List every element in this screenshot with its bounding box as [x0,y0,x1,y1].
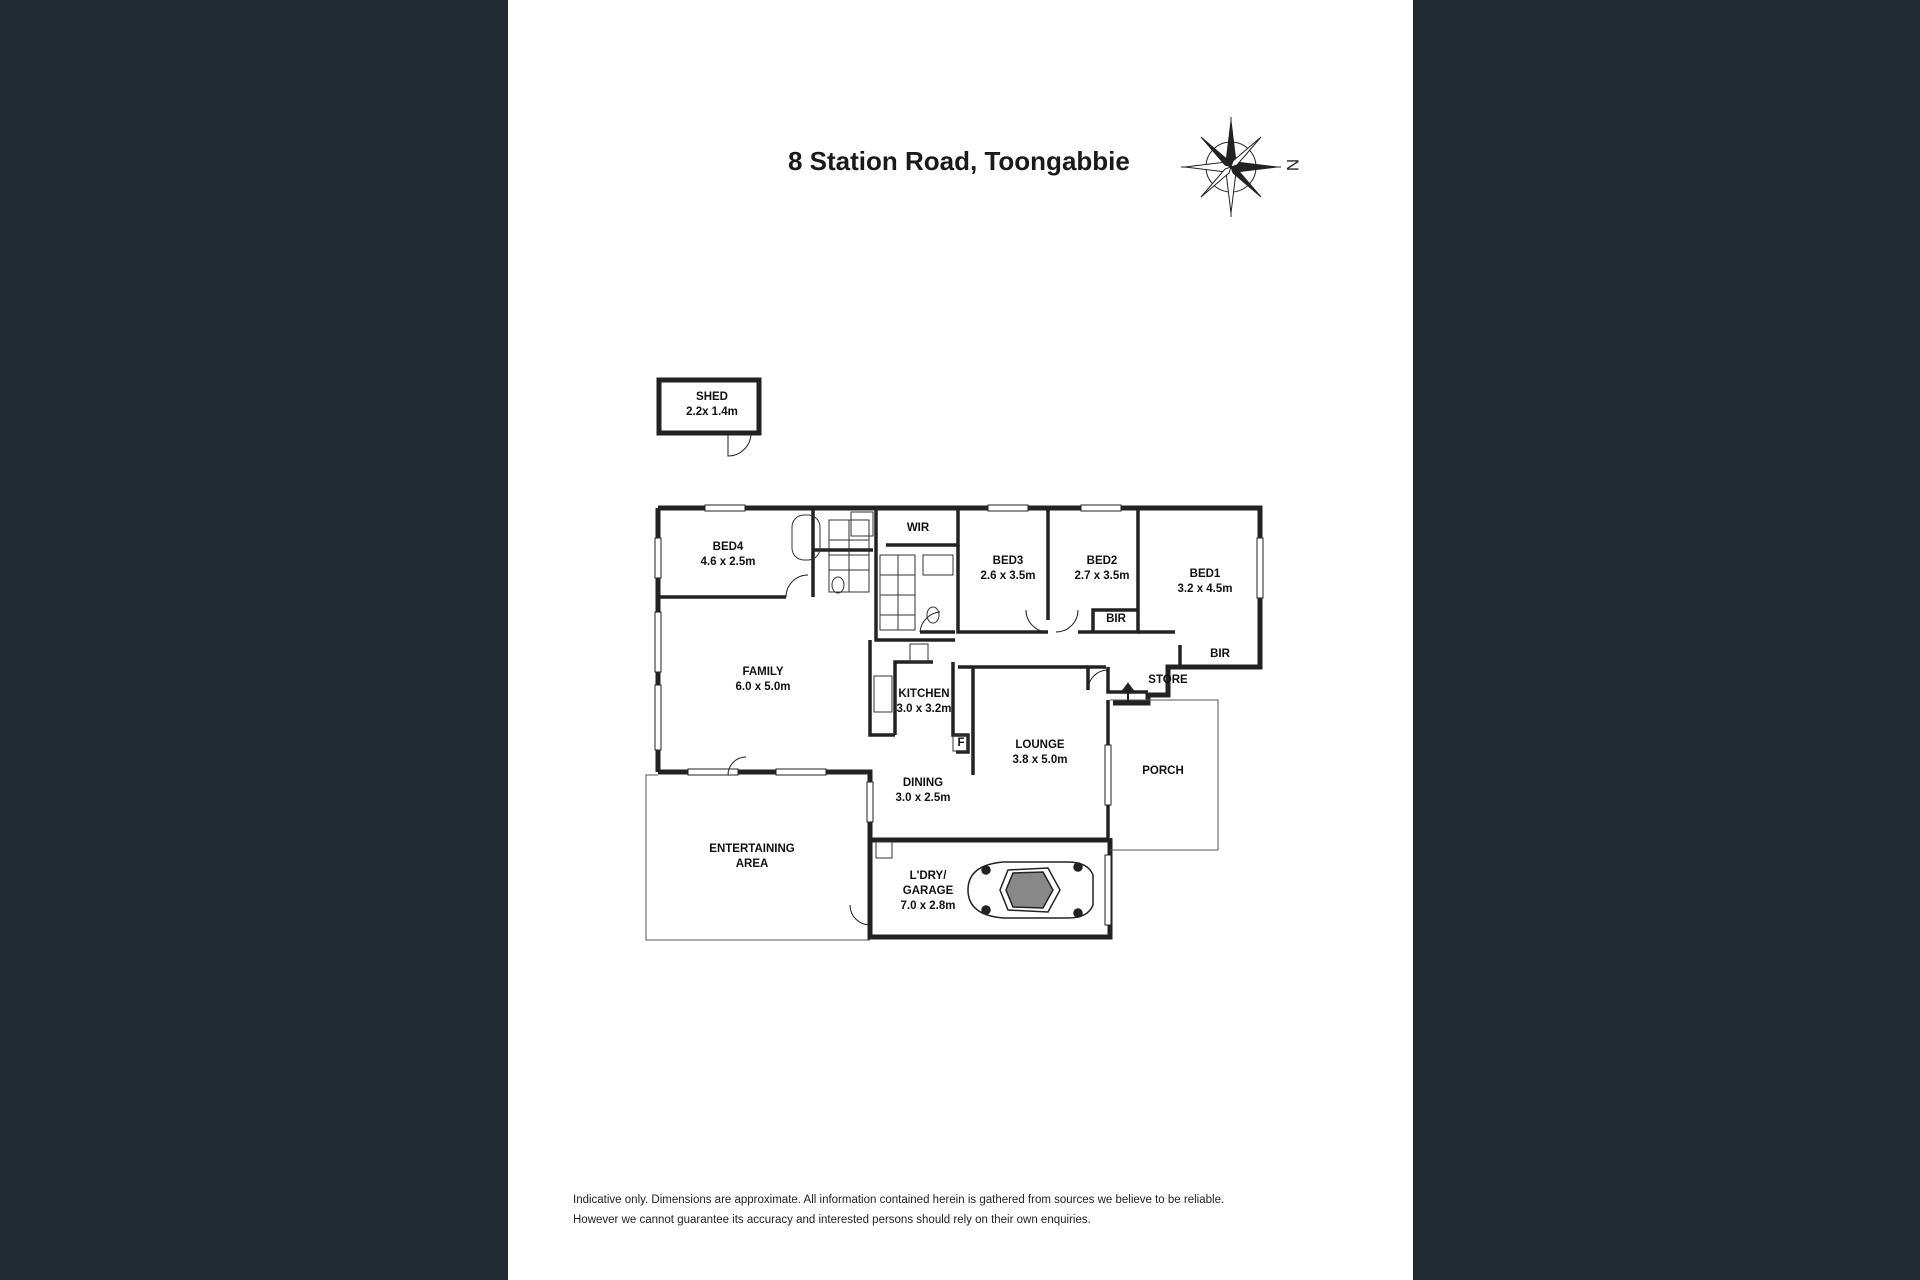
door-swings [727,574,1109,926]
room-bed2: BED2 2.7 x 3.5m [1075,554,1130,584]
room-name: FAMILY [742,666,784,678]
room-name: BED2 [1086,555,1118,567]
room-name-line2: GARAGE [902,885,954,897]
room-name: BED1 [1189,568,1221,580]
room-dimension: 2.6 x 3.5m [980,570,1036,582]
room-dimension: 4.6 x 2.5m [700,556,756,568]
room-name: BIR [1210,648,1230,660]
room-dimension: 3.8 x 5.0m [1012,754,1068,766]
fridge-label: F [957,736,964,751]
floorplan-drawing [645,117,1281,941]
room-dimension: 7.0 x 2.8m [900,900,956,912]
room-family: FAMILY 6.0 x 5.0m [736,665,791,695]
room-name: WIR [906,522,930,534]
room-wir: WIR [907,521,929,536]
room-name: KITCHEN [898,688,950,700]
bathroom-fixtures [791,511,954,631]
room-bir-bed2: BIR [1106,612,1126,627]
room-bed3: BED3 2.6 x 3.5m [981,554,1036,584]
room-name: BIR [1106,613,1126,625]
room-name: PORCH [1142,765,1184,777]
room-name: SHED [696,391,728,403]
room-name: ENTERTAINING [709,843,795,855]
room-name: BED4 [712,541,744,553]
room-name: BED3 [992,555,1024,567]
room-name: STORE [1148,674,1188,686]
room-bed4: BED4 4.6 x 2.5m [701,540,756,570]
outdoor-areas [645,699,1219,941]
room-porch: PORCH [1142,764,1184,779]
room-lounge: LOUNGE 3.8 x 5.0m [1013,738,1068,768]
room-name: L'DRY/ [909,870,947,882]
room-laundry-garage: L'DRY/ GARAGE 7.0 x 2.8m [901,869,956,914]
disclaimer-line-1: Indicative only. Dimensions are approxim… [573,1194,1225,1206]
kitchen-fixtures [873,643,969,859]
disclaimer-line-2: However we cannot guarantee its accuracy… [573,1214,1091,1226]
room-entertaining-area: ENTERTAINING AREA [709,842,794,872]
windows [654,504,1264,926]
room-dining: DINING 3.0 x 2.5m [896,776,951,806]
compass-rose-icon [1181,117,1281,217]
floorplan-sheet: 8 Station Road, Toongabbie N SHED 2.2x 1… [508,0,1413,1280]
room-kitchen: KITCHEN 3.0 x 3.2m [897,687,952,717]
room-shed: SHED 2.2x 1.4m [686,390,738,420]
shed-outline [656,377,762,457]
room-name: DINING [902,777,944,789]
room-dimension: 2.2x 1.4m [686,406,738,418]
room-bed1: BED1 3.2 x 4.5m [1178,567,1233,597]
room-dimension: 3.0 x 3.2m [896,703,952,715]
room-name: F [957,737,965,749]
north-label: N [1283,158,1303,172]
room-name-line2: AREA [735,858,769,870]
car-icon [967,861,1094,919]
room-name: LOUNGE [1015,739,1065,751]
room-store: STORE [1148,673,1187,688]
room-dimension: 2.7 x 3.5m [1074,570,1130,582]
disclaimer: Indicative only. Dimensions are approxim… [573,1190,1333,1230]
entry-arrow-icon [1120,682,1136,705]
page-title: 8 Station Road, Toongabbie [788,146,1130,176]
room-dimension: 3.2 x 4.5m [1177,583,1233,595]
room-dimension: 6.0 x 5.0m [735,681,791,693]
room-dimension: 3.0 x 2.5m [895,792,951,804]
room-bir-bed1: BIR [1210,647,1230,662]
